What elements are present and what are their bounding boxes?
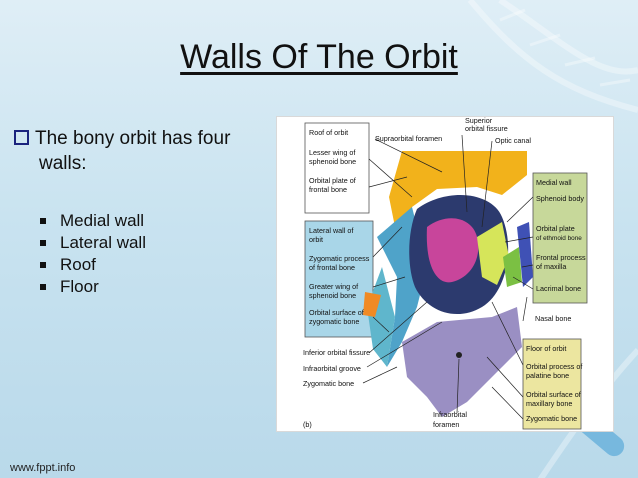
label-panel-b: (b): [303, 420, 312, 429]
label-infraorbital-groove: Infraorbital groove: [303, 364, 361, 373]
square-bullet-icon: [40, 284, 46, 290]
list-item: Lateral wall: [40, 232, 146, 254]
label-infraorbital-foramen-2: foramen: [433, 420, 459, 429]
orbit-anatomy-figure: Roof of orbit Lesser wing of sphenoid bo…: [276, 116, 614, 432]
infraorbital-foramen-dot: [456, 352, 462, 358]
label-lateral-wall: Lateral wall of: [309, 226, 353, 235]
label-greater-wing-2: sphenoid bone: [309, 291, 356, 300]
label-orbital-plate-ethmoid-2: of ethmoid bone: [536, 235, 582, 242]
label-inferior-fissure: Inferior orbital fissure: [303, 348, 370, 357]
square-bullet-icon: [40, 240, 46, 246]
label-orbital-surface-maxillary: Orbital surface of: [526, 390, 581, 399]
orbit-illustration: Roof of orbit Lesser wing of sphenoid bo…: [277, 117, 613, 431]
label-nasal-bone: Nasal bone: [535, 314, 571, 323]
label-infraorbital-foramen: Infraorbital: [433, 410, 467, 419]
list-item: Medial wall: [40, 210, 146, 232]
square-bullet-icon: [40, 262, 46, 268]
label-frontal-process-2: of maxilla: [536, 262, 566, 271]
maxilla-shape: [402, 307, 522, 417]
label-zygomatic-process-2: of frontal bone: [309, 263, 355, 272]
label-optic-canal: Optic canal: [495, 136, 531, 145]
lead-line-1: The bony orbit has four: [35, 128, 230, 149]
label-medial-wall: Medial wall: [536, 178, 572, 187]
label-orbital-surface-zygomatic: Orbital surface of: [309, 308, 364, 317]
label-orbital-surface-maxillary-2: maxillary bone: [526, 399, 572, 408]
label-frontal-process: Frontal process: [536, 253, 586, 262]
label-superior-fissure-2: orbital fissure: [465, 124, 508, 133]
square-bullet-icon: [40, 218, 46, 224]
footer-url: www.fppt.info: [10, 462, 75, 474]
label-orbital-process-palatine-2: palatine bone: [526, 371, 569, 380]
label-lesser-wing: Lesser wing of: [309, 148, 355, 157]
label-lateral-wall-2: orbit: [309, 235, 323, 244]
label-zygomatic-bone-right: Zygomatic bone: [526, 414, 577, 423]
lead-line-2: walls:: [14, 151, 264, 176]
label-floor-of-orbit: Floor of orbit: [526, 344, 566, 353]
list-item: Floor: [40, 276, 146, 298]
label-orbital-plate-ethmoid: Orbital plate: [536, 224, 575, 233]
label-sphenoid-body: Sphenoid body: [536, 194, 584, 203]
wall-list: Medial wall Lateral wall Roof Floor: [40, 210, 146, 298]
label-zygomatic-process: Zygomatic process: [309, 254, 370, 263]
label-roof-of-orbit: Roof of orbit: [309, 128, 348, 137]
label-orbital-plate-frontal-2: frontal bone: [309, 185, 347, 194]
label-zygomatic-bone-left: Zygomatic bone: [303, 379, 354, 388]
label-orbital-plate-frontal: Orbital plate of: [309, 176, 356, 185]
label-supraorbital-foramen: Supraorbital foramen: [375, 134, 442, 143]
label-lesser-wing-2: sphenoid bone: [309, 157, 356, 166]
label-orbital-process-palatine: Orbital process of: [526, 362, 582, 371]
lead-paragraph: The bony orbit has four walls:: [14, 126, 264, 176]
slide-title: Walls Of The Orbit: [0, 38, 638, 77]
label-lacrimal-bone: Lacrimal bone: [536, 284, 581, 293]
checkbox-bullet-icon: [14, 130, 29, 145]
list-item: Roof: [40, 254, 146, 276]
label-greater-wing: Greater wing of: [309, 282, 358, 291]
label-orbital-surface-zygomatic-2: zygomatic bone: [309, 317, 359, 326]
